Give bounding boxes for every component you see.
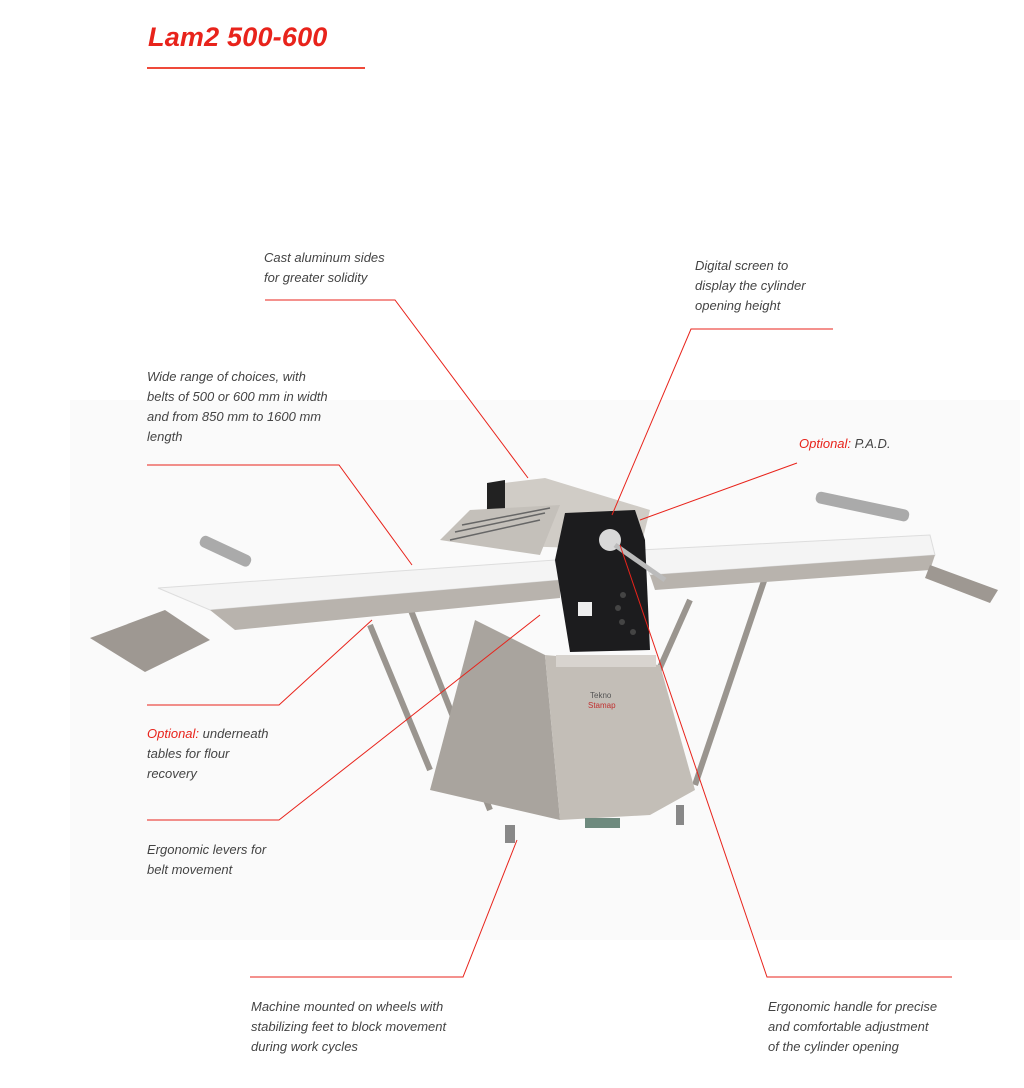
brand-stamap: Stamap [588, 701, 616, 710]
callout-handle: Ergonomic handle for precise and comfort… [768, 997, 937, 1057]
callout-sides: Cast aluminum sides for greater solidity [264, 248, 385, 288]
callout-line: belt movement [147, 862, 233, 877]
machine-base [430, 620, 695, 843]
callout-text: P.A.D. [854, 436, 891, 451]
callout-text: underneath [202, 726, 269, 741]
callout-line: and from 850 mm to 1600 mm [147, 409, 322, 424]
callout-line: Wide range of choices, with [147, 369, 306, 384]
callout-lines [147, 299, 952, 978]
optional-label: Optional: [799, 436, 852, 451]
callout-line: Machine mounted on wheels with [251, 999, 444, 1014]
callout-line: Ergonomic handle for precise [768, 999, 938, 1014]
callout-line: opening height [695, 298, 781, 313]
adjustment-handle [613, 542, 667, 583]
callout-wheels: Machine mounted on wheels with stabilizi… [251, 997, 446, 1057]
callout-screen: Digital screen to display the cylinder o… [695, 256, 806, 316]
left-conveyor [90, 535, 561, 672]
callout-line: recovery [147, 766, 197, 781]
callout-line: and comfortable adjustment [768, 1019, 929, 1034]
callout-levers: Ergonomic levers for belt movement [147, 840, 266, 880]
callout-line: length [147, 429, 183, 444]
callout-belts: Wide range of choices, with belts of 500… [147, 367, 328, 447]
title-underline [147, 67, 365, 69]
callout-line: display the cylinder [695, 278, 806, 293]
callout-line: Digital screen to [695, 258, 789, 273]
callout-line: during work cycles [251, 1039, 358, 1054]
control-housing [555, 510, 667, 652]
callout-line: tables for flour [147, 746, 230, 761]
callout-line: belts of 500 or 600 mm in width [147, 389, 328, 404]
optional-label: Optional: [147, 726, 200, 741]
right-conveyor [639, 491, 998, 603]
callout-tables: Optional: underneath tables for flour re… [147, 724, 268, 784]
callout-line: stabilizing feet to block movement [251, 1019, 447, 1034]
callout-pad: Optional: P.A.D. [799, 434, 891, 454]
callout-line: for greater solidity [264, 270, 368, 285]
page-title: Lam2 500-600 [148, 22, 328, 52]
callout-line: Cast aluminum sides [264, 250, 385, 265]
callout-line: Ergonomic levers for [147, 842, 267, 857]
brand-tekno: Tekno [590, 691, 612, 700]
callout-line: of the cylinder opening [768, 1039, 899, 1054]
